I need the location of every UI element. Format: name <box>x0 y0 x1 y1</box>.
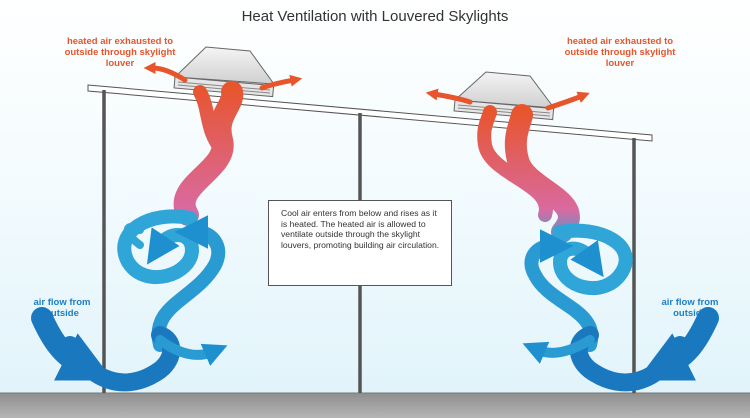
airflow-label-left: air flow from outside <box>33 297 91 319</box>
exhaust-label-right: heated air exhausted to outside through … <box>564 36 676 69</box>
right-rising-stream <box>504 104 580 243</box>
description-box: Cool air enters from below and rises as … <box>268 200 452 286</box>
airflow-left <box>31 62 303 392</box>
right-lower-loop <box>524 229 599 352</box>
right-floor-arrow <box>522 335 595 364</box>
left-swirl-curl <box>124 222 144 249</box>
ground <box>0 393 750 418</box>
exhaust-label-left: heated air exhausted to outside through … <box>64 36 176 69</box>
right-intake-arrow <box>636 307 719 381</box>
airflow-right <box>425 88 719 392</box>
left-exhaust-arrow <box>143 62 188 83</box>
left-rising-branch <box>193 85 229 157</box>
roof <box>87 84 653 142</box>
airflow-label-right: air flow from outside <box>661 297 719 319</box>
left-floor-arrow <box>155 335 228 366</box>
left-exhaust-arrow-2 <box>259 74 303 91</box>
diagram-title: Heat Ventilation with Louvered Skylights <box>241 8 509 25</box>
left-lower-loop <box>151 215 226 352</box>
right-exhaust-arrow-2 <box>545 91 590 111</box>
right-exhaust-arrow <box>425 88 473 105</box>
skylight-right <box>453 71 556 121</box>
right-rising-branch <box>477 105 553 222</box>
left-intake-arrow <box>31 307 114 381</box>
